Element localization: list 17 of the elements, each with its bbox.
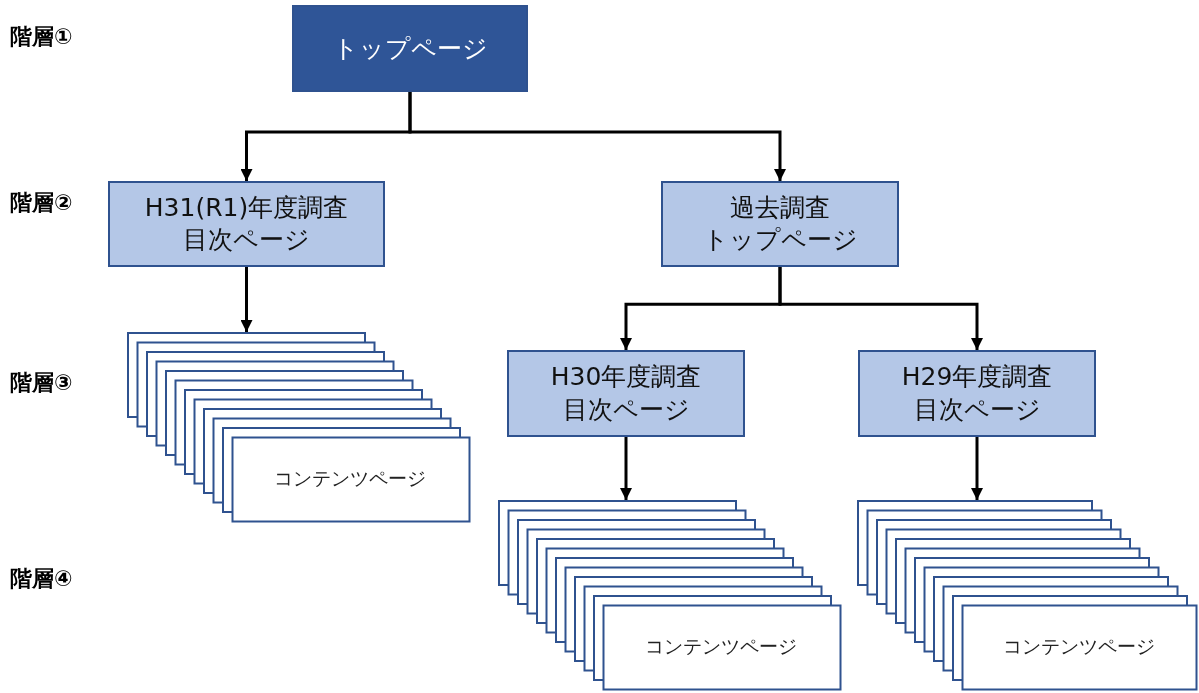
- level-label: 階層①: [10, 23, 73, 51]
- page-box: H29年度調査目次ページ: [858, 350, 1096, 437]
- page-box: H30年度調査目次ページ: [507, 350, 745, 437]
- page-title: コンテンツページ: [644, 633, 798, 659]
- level-label: 階層③: [10, 369, 73, 397]
- page-box: H31(R1)年度調査目次ページ: [108, 181, 385, 267]
- level-label: 階層④: [10, 565, 73, 593]
- level-label: 階層②: [10, 189, 73, 217]
- page-box: トップページ: [292, 5, 528, 92]
- arrow: [408, 92, 786, 181]
- page-title: コンテンツページ: [273, 465, 427, 491]
- arrow: [620, 437, 632, 500]
- page-box: 過去調査トップページ: [661, 181, 899, 267]
- arrow: [778, 267, 983, 350]
- arrow: [971, 437, 983, 500]
- page-title: コンテンツページ: [1001, 633, 1156, 659]
- arrow: [240, 267, 253, 332]
